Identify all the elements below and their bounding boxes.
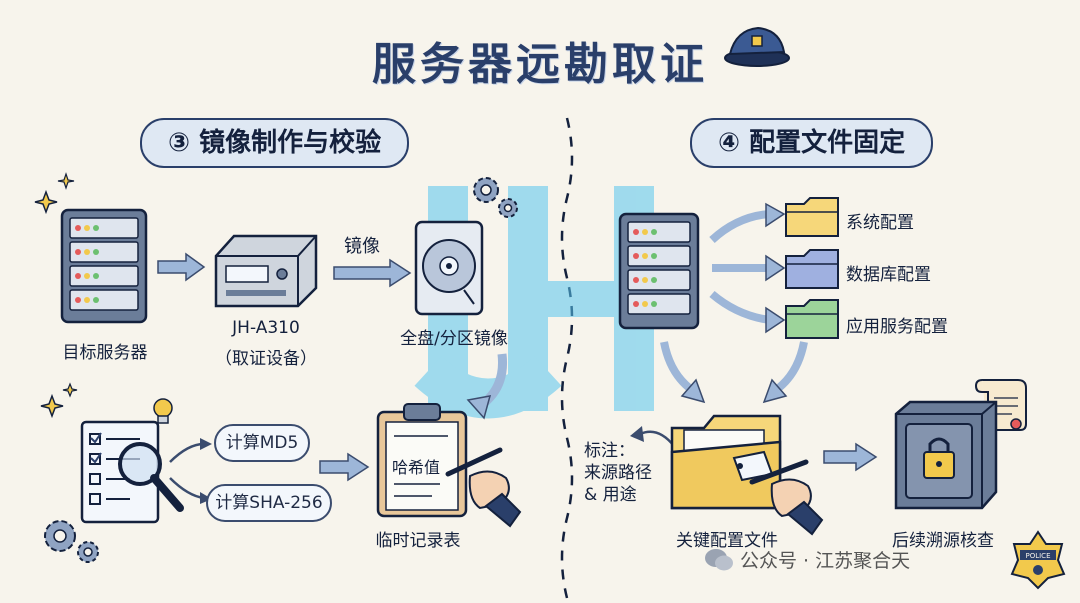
forensic-device-icon (214, 234, 318, 308)
writing-hand-icon (445, 447, 522, 528)
arrow-curved-icon (660, 341, 808, 404)
note-line-3: & 用途 (584, 485, 637, 505)
target-server-label: 目标服务器 (62, 343, 148, 363)
key-config-label: 关键配置文件 (676, 531, 778, 551)
arrow-curved-icon (709, 202, 786, 334)
arrow-right-icon (157, 252, 206, 282)
badge-text: POLICE (1025, 552, 1050, 560)
folder-green-icon (785, 299, 839, 339)
police-hat-icon (724, 26, 790, 67)
note-line-2: 来源路径 (584, 463, 652, 483)
section-divider (560, 117, 574, 599)
calc-md5-bubble: 计算MD5 (214, 424, 310, 462)
config-system-label: 系统配置 (846, 213, 914, 233)
image-arrow-label: 镜像 (344, 236, 380, 257)
section-label-right: ④ 配置文件固定 (690, 118, 934, 168)
checklist-magnifier-icon (80, 420, 184, 524)
temp-record-label: 临时记录表 (375, 531, 461, 551)
trace-check-label: 后续溯源核查 (892, 531, 994, 551)
device-name-label: JH-A310 (232, 318, 300, 338)
arrow-right-icon (823, 442, 878, 472)
police-badge-icon: POLICE (1010, 530, 1066, 590)
folder-blue-icon (785, 249, 839, 289)
folder-yellow-icon (785, 197, 839, 237)
disk-image-icon (414, 220, 484, 316)
section-label-left: ③ 镜像制作与校验 (140, 118, 410, 168)
page-title: 服务器远勘取证 (372, 39, 708, 90)
sparkle-icon (34, 172, 75, 215)
key-config-folder-icon (670, 414, 782, 510)
clipboard-icon (376, 403, 468, 518)
source-server-icon (618, 212, 700, 330)
source-footer: 公众号 · 江苏聚合天 (740, 550, 911, 572)
device-desc-label: （取证设备） (215, 349, 317, 369)
note-text: 标注： 来源路径 & 用途 (584, 440, 652, 506)
gear-icon (473, 177, 518, 218)
arrow-curved-icon (169, 438, 212, 463)
config-database-label: 数据库配置 (846, 265, 931, 285)
safe-lock-icon (894, 400, 998, 510)
writing-hand-icon (749, 459, 824, 536)
sparkle-icon (40, 382, 78, 419)
clipboard-hash-text: 哈希值 (391, 458, 440, 477)
target-server-icon (60, 208, 148, 324)
wechat-icon (705, 549, 733, 571)
arrow-right-icon (319, 452, 370, 482)
calc-sha256-bubble: 计算SHA-256 (206, 484, 332, 522)
lightbulb-icon (153, 398, 173, 424)
disk-image-label: 全盘/分区镜像 (400, 329, 508, 349)
note-line-1: 标注： (584, 441, 635, 461)
config-app-service-label: 应用服务配置 (846, 317, 948, 337)
arrow-right-icon (333, 258, 412, 288)
gear-icon (44, 520, 99, 563)
arrow-curved-icon (466, 353, 508, 420)
